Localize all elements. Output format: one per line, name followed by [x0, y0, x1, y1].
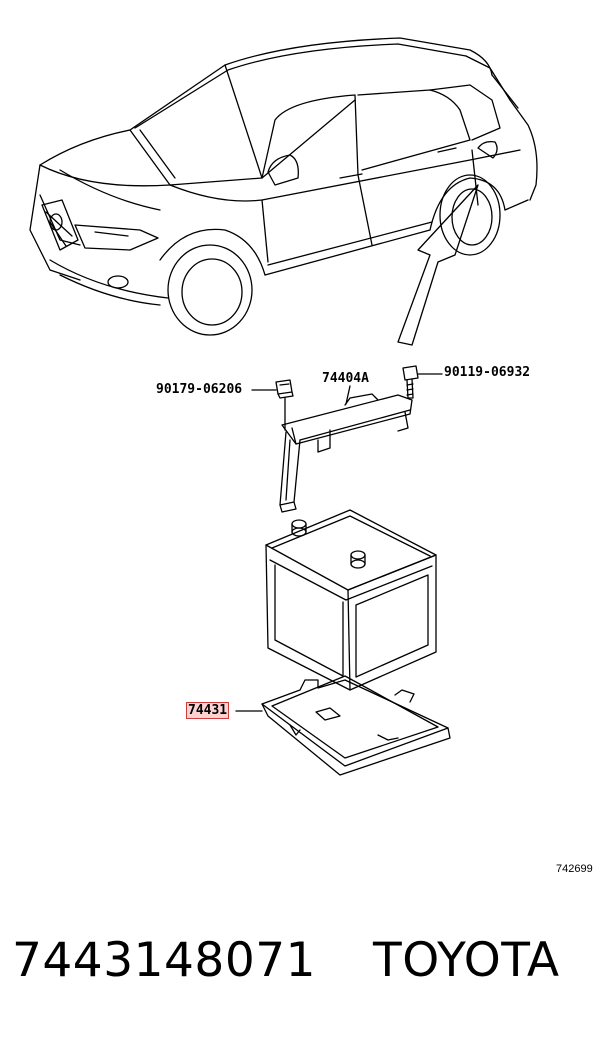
brand-name: TOYOTA: [373, 933, 560, 988]
vehicle-illustration: [29, 37, 538, 346]
callout-bolt-left: 90179-06206: [156, 382, 243, 397]
bolt-right-icon: [402, 365, 419, 399]
nut-left-icon: [275, 379, 294, 399]
callout-hold-down: 74404A: [322, 371, 369, 386]
battery-illustration: [265, 509, 437, 691]
hold-down-clamp: [279, 393, 413, 513]
leader-line-clamp: [345, 385, 351, 405]
footer: 7443148071 TOYOTA: [0, 937, 600, 1007]
part-number: 7443148071: [12, 933, 317, 988]
callout-bolt-right: 90119-06932: [444, 365, 531, 380]
battery-tray: [261, 675, 451, 776]
figure-code: 742699: [556, 863, 593, 875]
callout-tray-highlighted: 74431: [186, 702, 230, 719]
